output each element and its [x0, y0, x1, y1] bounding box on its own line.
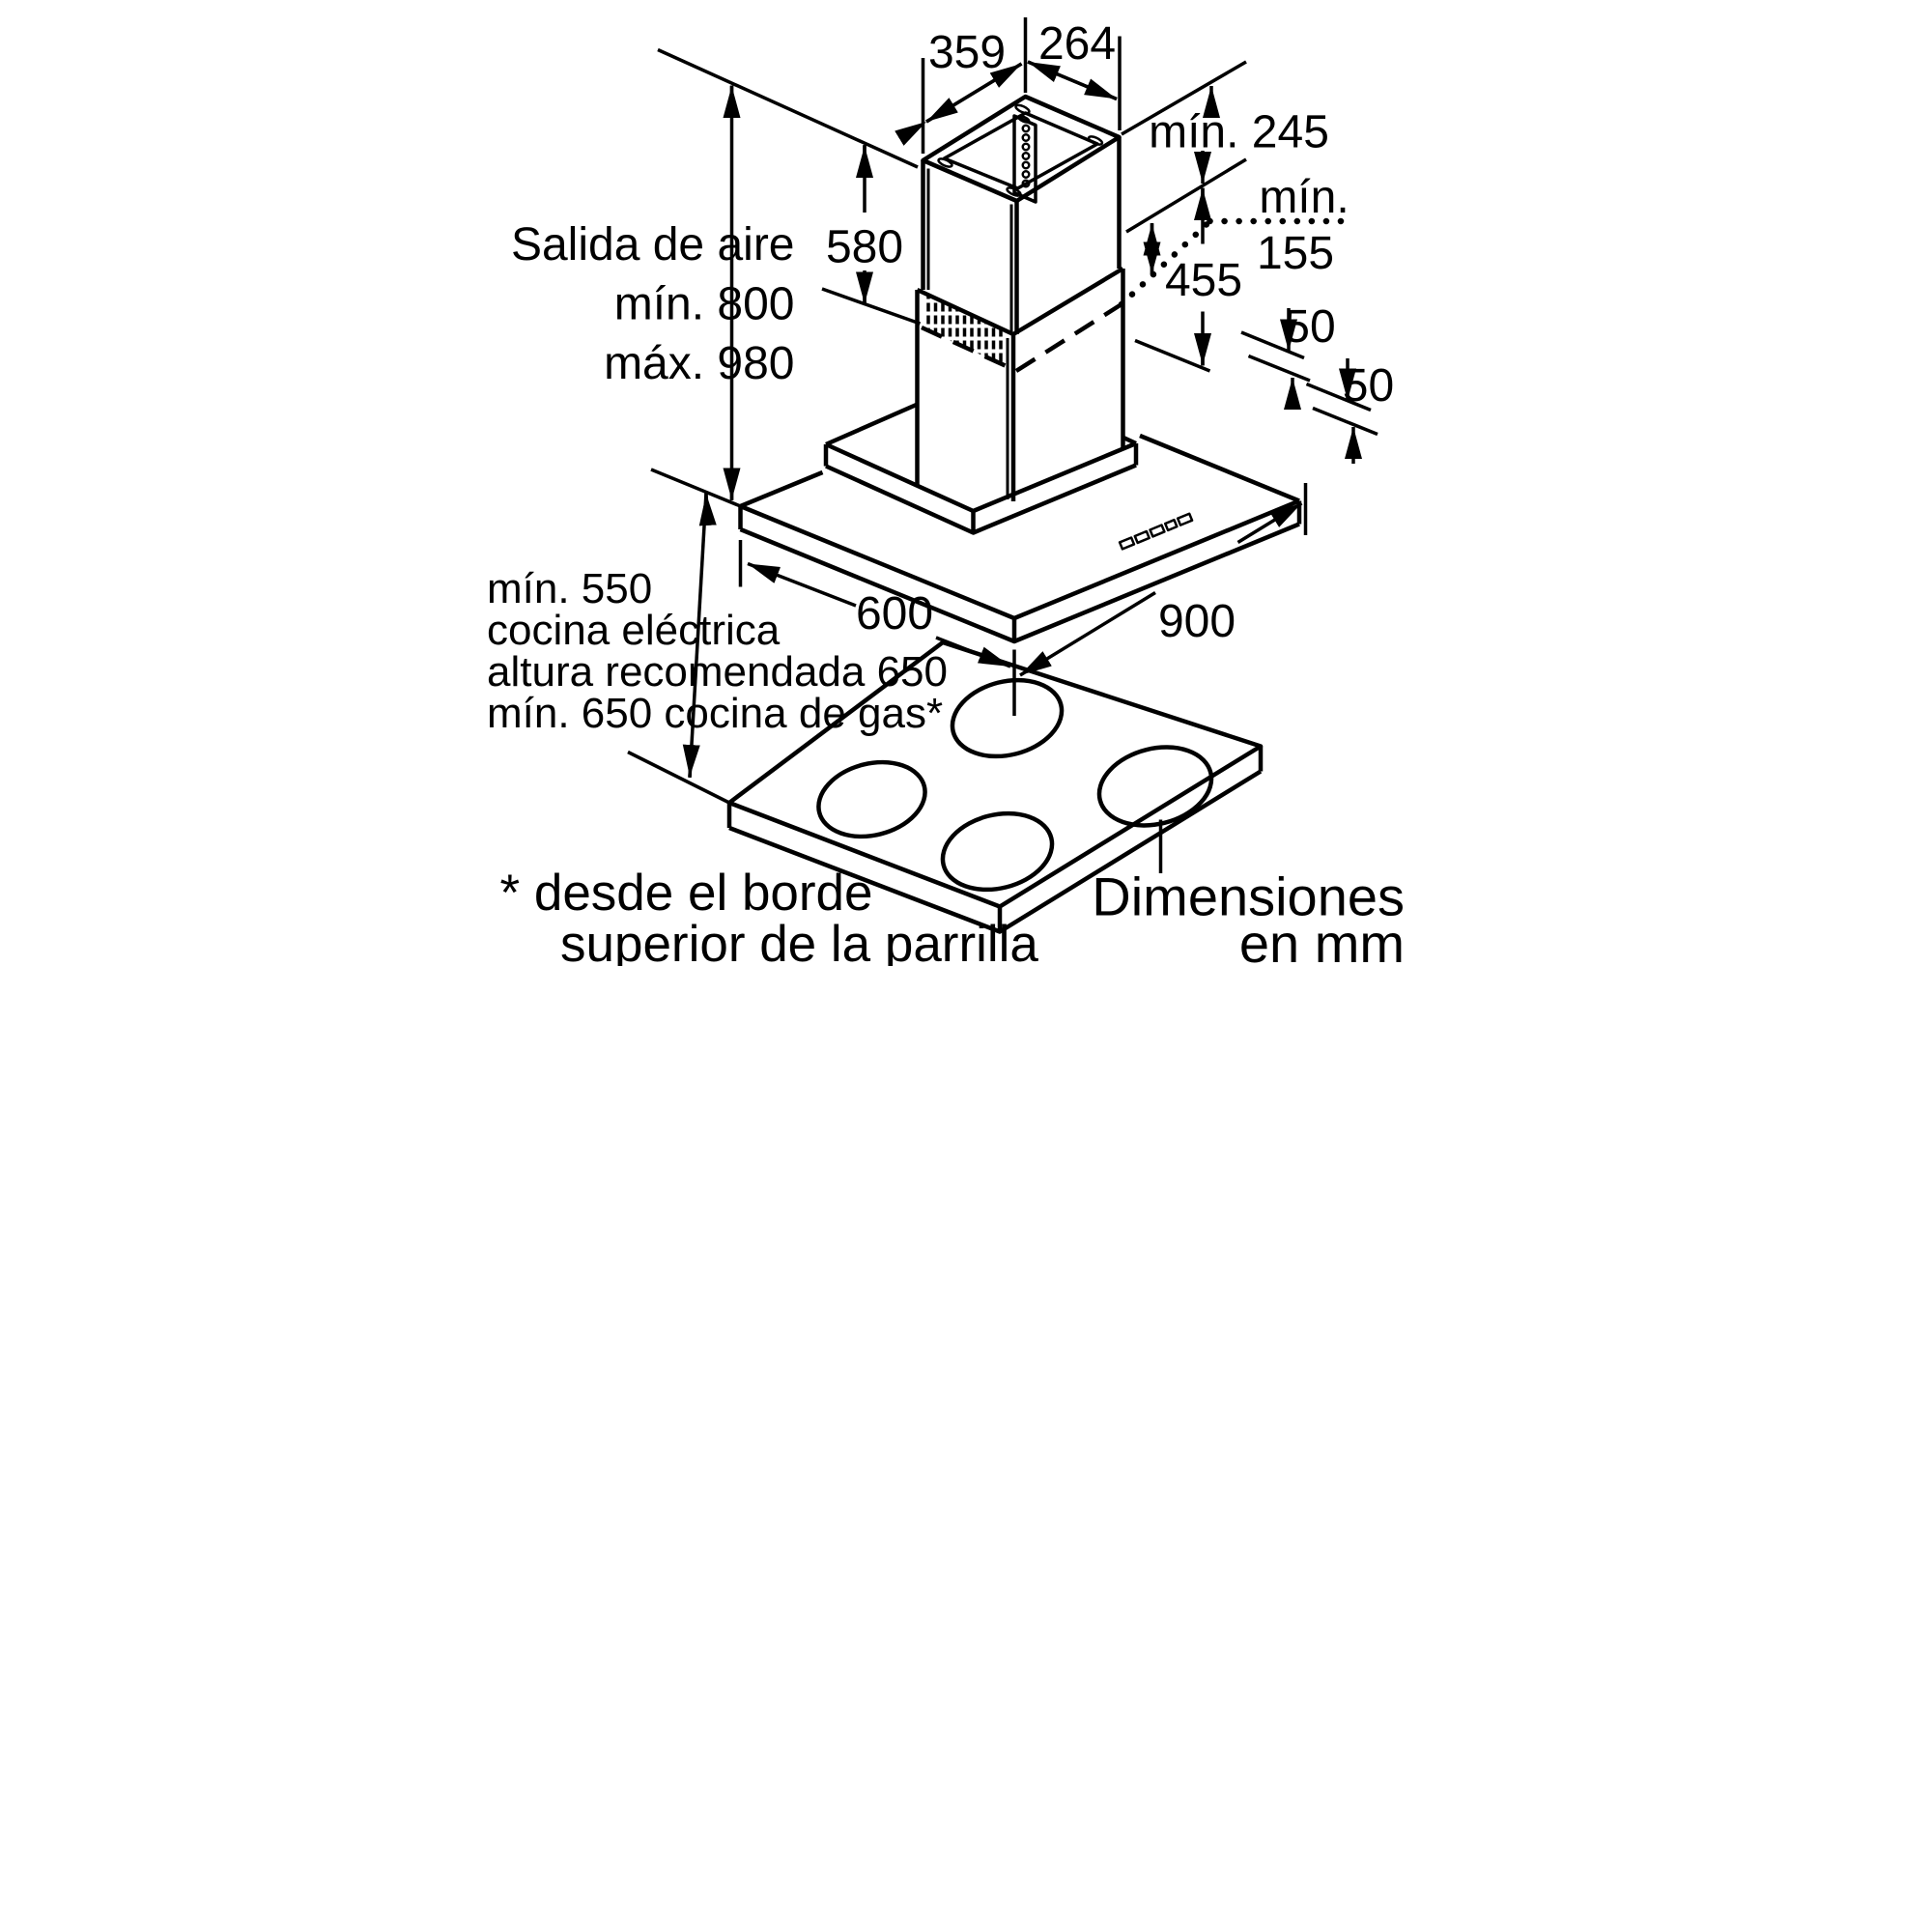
inner-duct-hidden-edge [921, 325, 1011, 371]
diagram-labels: 359 264 mín. 245 mín. 155 455 580 Salida… [487, 18, 1405, 966]
dim-359-line-b [925, 62, 1023, 124]
label-min-word: mín. [1259, 172, 1349, 223]
dim-550-arrow-up [698, 493, 717, 526]
label-air-max-980: máx. 980 [604, 338, 794, 389]
dim-900-line-a [1236, 501, 1303, 544]
extension-line [657, 47, 919, 169]
label-359: 359 [928, 27, 1006, 78]
burner [950, 677, 1065, 759]
label-50-upper: 50 [1284, 301, 1335, 353]
label-air-min-800: mín. 800 [614, 279, 795, 330]
extension-line [650, 468, 742, 508]
dim-600-line-a [747, 561, 857, 608]
extension-line [1121, 60, 1247, 136]
mounting-bracket [1012, 114, 1037, 204]
extension-line [1305, 382, 1372, 412]
burner [1096, 745, 1214, 828]
label-580: 580 [826, 222, 903, 273]
label-264: 264 [1038, 18, 1116, 70]
label-air-outlet: Salida de aire [511, 219, 795, 270]
canopy [738, 433, 1302, 644]
chimney-upper-section [921, 137, 1122, 334]
hood-drawing [726, 94, 1302, 934]
label-900: 900 [1158, 596, 1236, 647]
label-footnote-2: superior de la parrilla [560, 916, 1038, 966]
vent-grille [923, 295, 1005, 366]
chimney-lower-section [915, 267, 1125, 501]
island-hood-installation-diagram: 359 264 mín. 245 mín. 155 455 580 Salida… [487, 17, 1405, 966]
label-electric-hob: cocina eléctrica [487, 607, 781, 654]
dim-550-arrow-down [682, 744, 700, 778]
label-600: 600 [856, 588, 933, 639]
extension-line [1247, 354, 1311, 383]
dim-900-line-b [1019, 591, 1156, 677]
chimney-top-flange [921, 94, 1122, 204]
label-155: 155 [1257, 228, 1334, 279]
extension-line [821, 287, 922, 326]
extension-line [627, 750, 730, 805]
label-455: 455 [1165, 255, 1242, 306]
label-units-2: en mm [1239, 913, 1405, 966]
label-50-lower: 50 [1343, 360, 1394, 412]
label-footnote-1: * desde el borde [500, 865, 873, 922]
control-panel [1118, 512, 1194, 551]
label-min-245: mín. 245 [1149, 107, 1329, 158]
burner [940, 810, 1055, 893]
label-units-1: Dimensiones [1092, 867, 1405, 927]
extension-line [1240, 330, 1305, 360]
dim-600-line-b [935, 636, 1011, 668]
inner-duct-hidden-edge [1014, 302, 1123, 373]
screw-hole [1087, 135, 1104, 146]
extension-line [1125, 157, 1247, 234]
dim-550-shaft [688, 492, 708, 779]
dotted-reference-line [1118, 217, 1213, 308]
dimension-lines [627, 17, 1378, 873]
dim-264-line-b [1027, 60, 1118, 101]
label-recommended-650: altura recomendada 650 [487, 648, 948, 696]
screw-hole [937, 157, 953, 168]
cooktop [726, 639, 1264, 934]
diagram-page: 359 264 mín. 245 mín. 155 455 580 Salida… [483, 0, 1449, 966]
extension-line [1312, 406, 1378, 437]
plenum-box [823, 402, 1139, 535]
label-min-550: mín. 550 [487, 565, 652, 612]
extension-line [1134, 338, 1211, 373]
screw-hole [1014, 103, 1031, 115]
label-gas-650: mín. 650 cocina de gas* [487, 690, 943, 737]
burner [816, 759, 927, 839]
